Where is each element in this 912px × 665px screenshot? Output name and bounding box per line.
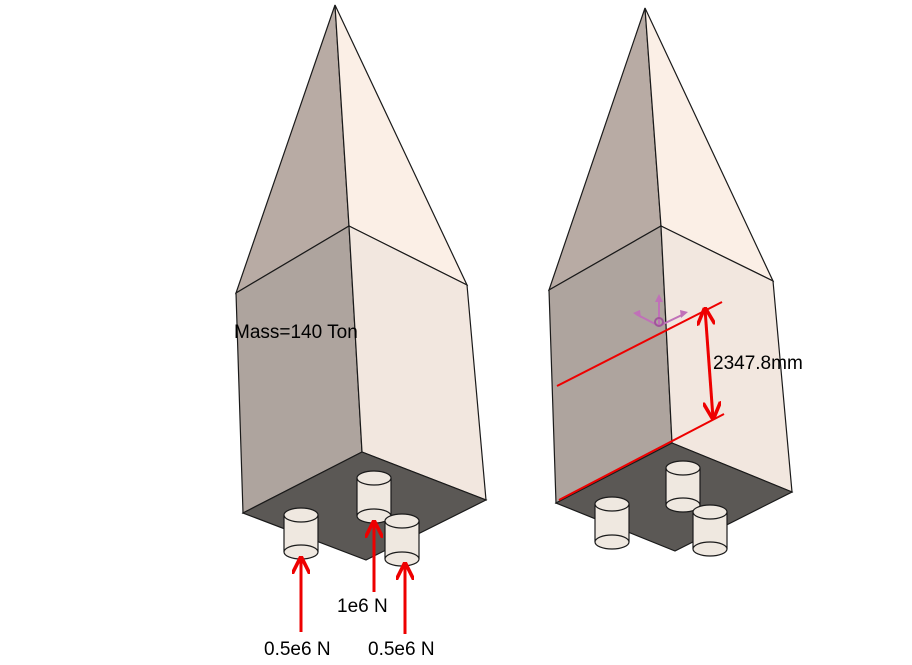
- right-model: 2347.8mm: [547, 7, 803, 557]
- force-label-center: 1e6 N: [337, 596, 388, 617]
- distance-label: 2347.8mm: [713, 353, 803, 374]
- dimension-arrow: [705, 309, 713, 418]
- mass-label: Mass=140 Ton: [234, 322, 358, 343]
- right-cylinder-left: [594, 496, 630, 550]
- left-cylinder-center: [356, 470, 392, 524]
- upper-reference-line: [556, 301, 723, 387]
- left-model: Mass=140 Ton 1e6 N 0.5e6 N 0.5e6 N: [234, 4, 488, 660]
- force-label-right: 0.5e6 N: [368, 639, 435, 660]
- lower-reference-line: [558, 413, 725, 501]
- right-cylinder-center: [665, 460, 701, 513]
- left-cylinder-right: [384, 513, 420, 567]
- center-of-mass-marker: [633, 294, 688, 327]
- force-label-left: 0.5e6 N: [264, 639, 331, 660]
- left-cylinder-left: [283, 507, 319, 560]
- right-cylinder-right: [692, 504, 728, 557]
